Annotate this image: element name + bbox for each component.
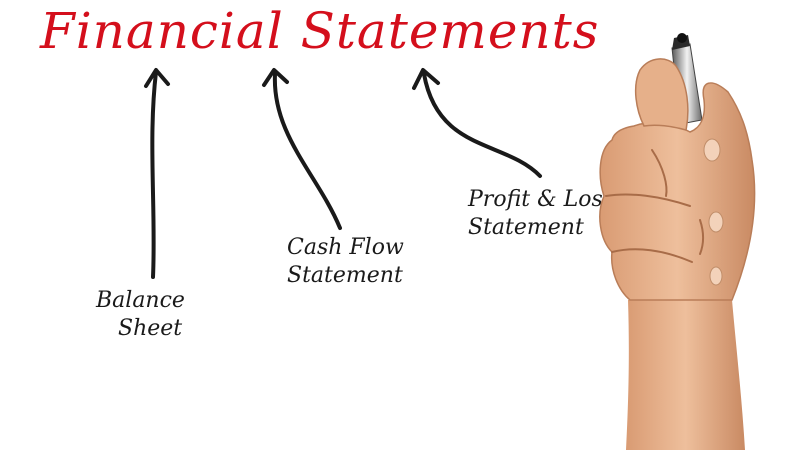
- profit-loss-label: Profit & Loss Statement: [468, 186, 614, 242]
- label-line: Statement: [468, 215, 584, 240]
- balance-sheet-label: Balance Sheet: [96, 287, 185, 343]
- label-line: Cash Flow: [287, 235, 404, 260]
- label-line: Balance: [96, 288, 185, 313]
- label-line: Statement: [287, 263, 403, 288]
- label-line: Profit & Loss: [468, 187, 615, 212]
- page-title: Financial Statements: [40, 2, 600, 60]
- cash-flow-label: Cash Flow Statement: [287, 234, 404, 290]
- arrow-icon: [144, 68, 170, 279]
- label-line: Sheet: [118, 316, 183, 341]
- arrow-icon: [262, 68, 342, 230]
- arrow-icon: [412, 68, 542, 178]
